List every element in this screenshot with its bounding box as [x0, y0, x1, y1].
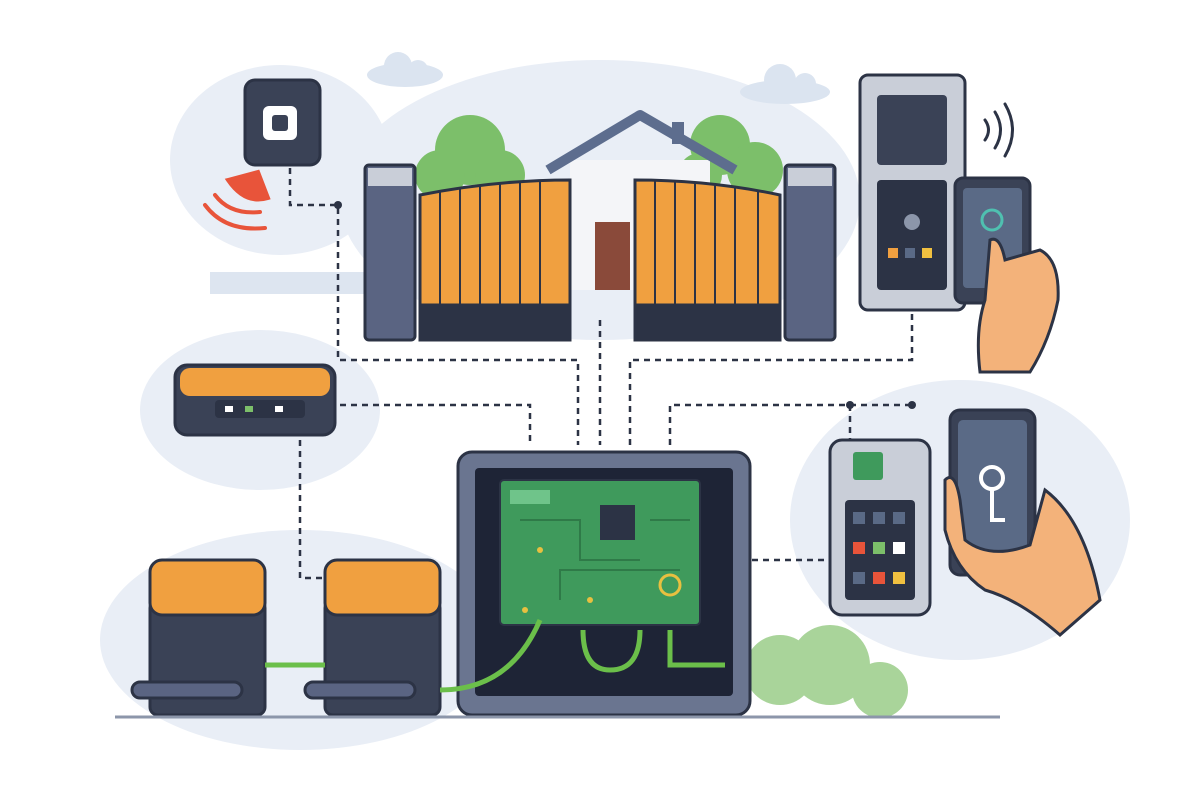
hand — [943, 476, 1102, 637]
sensor-icon — [243, 78, 322, 167]
access-reader-icon — [828, 438, 932, 617]
bushes — [745, 625, 908, 718]
control-board-icon — [456, 450, 752, 717]
connection-lines — [288, 168, 914, 580]
keypad-icon — [858, 73, 967, 312]
gate-bars — [439, 181, 759, 305]
gate-icon — [363, 163, 837, 342]
motor-icon — [130, 558, 543, 717]
wifi-icon — [983, 102, 1014, 158]
receiver-icon — [173, 363, 337, 437]
cloud-icon — [367, 52, 830, 104]
hand — [976, 237, 1060, 374]
signal-waves-icon — [203, 169, 271, 231]
